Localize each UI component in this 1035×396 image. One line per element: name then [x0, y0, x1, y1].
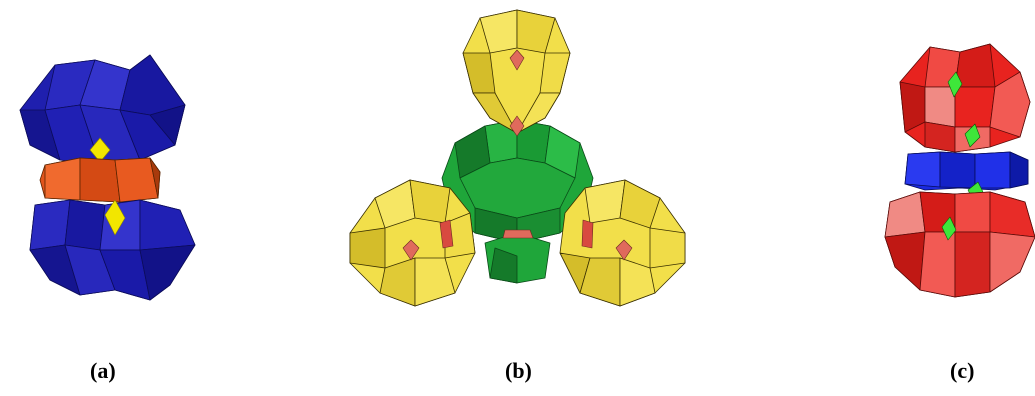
core-left-inner-b — [439, 219, 454, 249]
core-left-b — [402, 239, 420, 261]
polyhedral-structure-c — [884, 43, 1035, 298]
core-bottom-c — [941, 216, 957, 241]
top-unit-b — [462, 9, 571, 134]
polyhedral-structure-a — [19, 54, 196, 301]
core-bottom-b — [502, 229, 534, 239]
core-right-b — [615, 239, 633, 261]
upper-cap-c — [899, 43, 1031, 153]
lower-cap-c — [884, 191, 1035, 298]
core-lower-a — [104, 199, 126, 236]
caption-b: (b) — [505, 358, 532, 383]
caption-c: (c) — [950, 358, 975, 383]
belt-a — [39, 157, 161, 203]
core-right-inner-b — [581, 219, 594, 249]
core-top-b — [509, 49, 525, 71]
center-cluster-b — [441, 119, 594, 284]
polyhedral-structure-b — [349, 9, 686, 307]
core-mid-c — [964, 123, 981, 148]
core-top-c — [947, 71, 963, 98]
belt-c — [904, 151, 1029, 191]
upper-cap-a — [19, 54, 186, 166]
lower-cap-a — [29, 199, 196, 301]
core-upper-a — [89, 137, 111, 163]
caption-a: (a) — [90, 358, 116, 383]
core-mid-b — [509, 115, 525, 137]
